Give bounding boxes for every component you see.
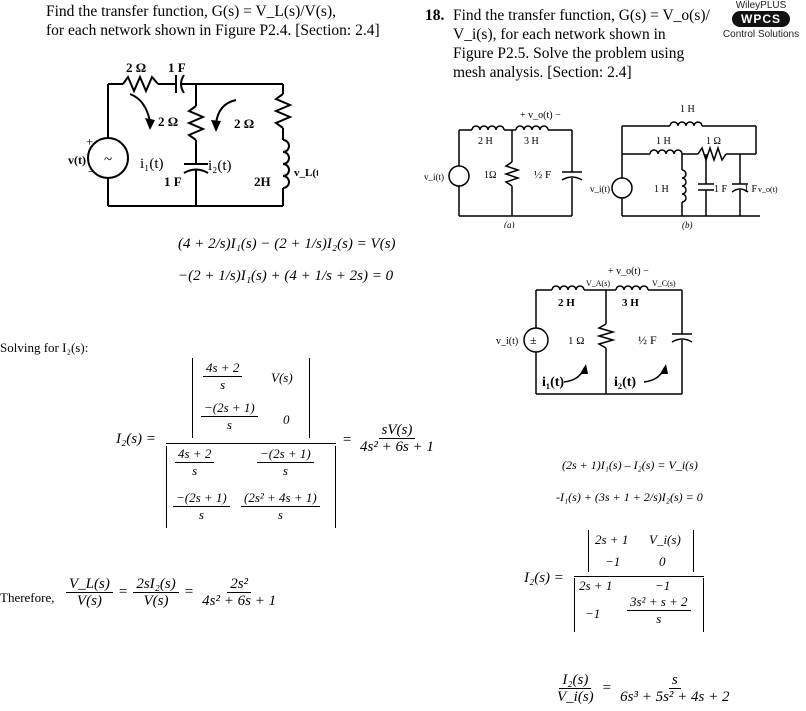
- brand-sub: Control Solutions: [722, 29, 800, 40]
- num-d: 0: [283, 412, 290, 427]
- right-eq2: -I₁(s) + (3s + 1 + 2/s)I₂(s) = 0: [556, 490, 703, 504]
- ca-c-label: ½ F: [534, 169, 551, 181]
- c1-c2-label: 1 F: [164, 174, 182, 189]
- c1-plus: +: [86, 134, 93, 149]
- left-eq2: −(2 + 1/s)I₁(s) + (4 + 1/s + 2s) = 0: [178, 268, 394, 284]
- left-eq1: (4 + 2/s)I₁(s) − (2 + 1/s)I₂(s) = V(s): [178, 236, 396, 252]
- r-n21: −1: [605, 554, 621, 569]
- c1-r3-label: 2 Ω: [234, 116, 254, 131]
- problem-18-body: Find the transfer function, G(s) = V_o(s…: [453, 6, 713, 82]
- c1-vl-label: v_L(t): [294, 167, 318, 179]
- cc-i1-label: i₁(t): [542, 375, 564, 390]
- num-c: −(2s + 1)s: [201, 400, 258, 433]
- circuit-figure-p2-5a: + v_o(t) − 2 H 3 H 1Ω ½ F v_i(t) (a): [424, 110, 583, 228]
- ca-r-label: 1Ω: [484, 170, 496, 181]
- r-numerator-determinant: 2s + 1 V_i(s) −1 0: [588, 530, 694, 572]
- cc-i2-label: i₂(t): [614, 375, 636, 390]
- problem-18-line2: V_i(s), for each network shown in: [453, 26, 666, 43]
- t-lhs: V_L(s)V(s): [66, 576, 113, 609]
- i2-fraction-bar: [166, 443, 336, 444]
- problem-18-text: 18.: [425, 6, 444, 25]
- brand-badge: WPCS: [732, 11, 790, 27]
- ca-vo-label: + v_o(t) −: [520, 110, 561, 121]
- cb-l2-label: 1 H: [656, 136, 671, 147]
- cc-vc-label: V_C(s): [652, 279, 676, 288]
- r-d11: 2s + 1: [579, 578, 613, 593]
- ca-l1-label: 2 H: [478, 136, 493, 147]
- cm-source-sign: ±: [530, 333, 537, 347]
- cc-r-label: 1 Ω: [568, 335, 584, 347]
- cc-l1-label: 2 H: [558, 297, 575, 309]
- r-d12: −1: [655, 578, 671, 593]
- cb-vi-label: v_i(t): [590, 184, 610, 194]
- den-c: −(2s + 1)s: [173, 490, 230, 523]
- r-n11: 2s + 1: [595, 532, 629, 547]
- den-b: −(2s + 1)s: [257, 446, 314, 479]
- num-b: V(s): [271, 370, 293, 385]
- c1-r1-label: 2 Ω: [126, 60, 146, 75]
- i2-equals: =: [342, 432, 353, 448]
- i2-result: sV(s)4s² + 6s + 1: [360, 422, 434, 455]
- cc-c-label: ½ F: [638, 333, 657, 347]
- c1-c1-label: 1 F: [168, 60, 186, 75]
- cb-label: (b): [682, 220, 693, 230]
- cb-l3-label: 1 H: [654, 184, 669, 195]
- c1-i2-label: i₂(t): [208, 158, 232, 174]
- cb-c1-label: 1 F: [714, 184, 728, 195]
- circuit-figure-p2-5b: 1 H 1 H 1 Ω 1 H 1 F 1 F v_i(t) v_o(t) (b…: [590, 104, 778, 230]
- cc-va-label: V_A(s): [586, 279, 610, 288]
- ca-l2-label: 3 H: [524, 136, 539, 147]
- r-n12: V_i(s): [649, 532, 681, 547]
- cb-c2-label: 1 F: [744, 184, 758, 195]
- therefore-label: Therefore,: [0, 590, 55, 605]
- cb-l1-label: 1 H: [680, 104, 695, 115]
- rf-lhs: I₂(s)V_i(s): [557, 672, 594, 705]
- cb-vo-label: v_o(t): [758, 185, 778, 194]
- c1-vsrc-label: v(t): [68, 153, 86, 167]
- problem-18-line1: Find the transfer function, G(s) = V_o(s…: [453, 7, 710, 24]
- problem-17-text: Find the transfer function, G(s) = V_L(s…: [46, 2, 396, 40]
- r-n22: 0: [659, 554, 666, 569]
- problem-18-line3: Figure P2.5. Solve the problem using: [453, 45, 685, 62]
- circuit-figure-p2-4: ~ 2 Ω 1 F 2 Ω 2 Ω i₁(t) i₂(t) 1 F 2H v(t…: [68, 60, 318, 207]
- i2-lhs: I₂(s) =: [116, 431, 156, 447]
- right-eq1: (2s + 1)I₁(s) – I₂(s) = V_i(s): [562, 458, 698, 472]
- wileyplus-logo: WileyPLUS WPCS Control Solutions: [716, 0, 806, 40]
- problem-17-line2: for each network shown in Figure P2.4. […: [46, 22, 380, 39]
- cc-vo-label: + v_o(t) −: [608, 266, 649, 277]
- den-d: (2s² + 4s + 1)s: [241, 490, 320, 523]
- circuit-mesh-figure: ± + v_o(t) − V_A(s) V_C(s) 2 H 3 H 1 Ω ½…: [496, 266, 693, 395]
- ca-vi-label: v_i(t): [424, 172, 444, 182]
- problem-17-line1: Find the transfer function, G(s) = V_L(s…: [46, 3, 336, 20]
- source-plus-minus: ~: [104, 152, 112, 168]
- r-fraction-bar: [574, 576, 704, 577]
- c1-r2-label: 2 Ω: [158, 114, 178, 129]
- c1-minus: −: [88, 164, 95, 179]
- solving-label: Solving for I₂(s):: [0, 340, 89, 355]
- problem-18-number: 18.: [425, 7, 445, 24]
- cc-l2-label: 3 H: [622, 297, 639, 309]
- c1-l1-label: 2H: [254, 174, 271, 189]
- cc-vi-label: v_i(t): [496, 336, 518, 347]
- ca-label: (a): [504, 220, 515, 228]
- t-mid: 2sI₂(s)V(s): [133, 576, 179, 609]
- cb-r1-label: 1 Ω: [706, 136, 721, 147]
- c1-i1-label: i₁(t): [140, 156, 164, 172]
- problem-18-line4: mesh analysis. [Section: 2.4]: [453, 64, 632, 81]
- r-i2-lhs: I₂(s) =: [524, 570, 564, 586]
- brand-top: WileyPLUS: [735, 0, 787, 11]
- r-d21: −1: [585, 606, 601, 621]
